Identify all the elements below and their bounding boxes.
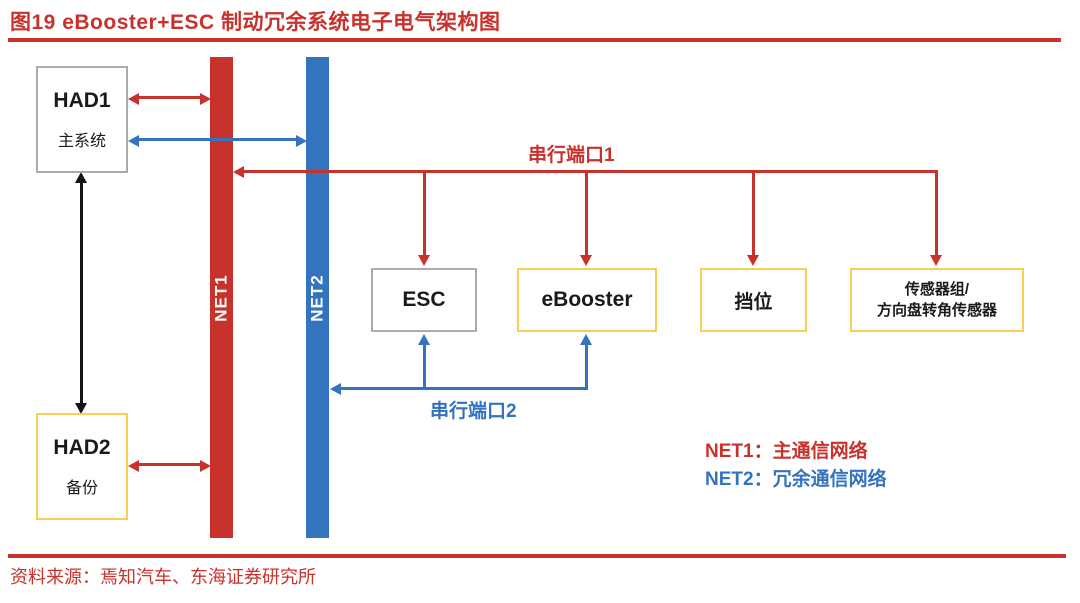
serial-port1-label: 串行端口1 — [528, 145, 615, 166]
net2-bus-bar: NET2 — [306, 57, 329, 538]
net1-bus-bar: NET1 — [210, 57, 233, 538]
had2-subtitle: 备份 — [65, 479, 98, 497]
serial-port2-label: 串行端口2 — [430, 401, 517, 422]
node-ebooster: eBooster — [517, 268, 657, 332]
legend: NET1：主通信网络 NET2：冗余通信网络 — [705, 438, 887, 494]
ebooster-label: eBooster — [541, 288, 633, 311]
footer-divider — [8, 554, 1066, 558]
had2-title: HAD2 — [53, 435, 111, 459]
node-esc: ESC — [371, 268, 477, 332]
net1-bus-label: NET1 — [211, 273, 231, 322]
sensors-label-line2: 方向盘转角传感器 — [876, 302, 997, 319]
sensors-label-line1: 传感器组/ — [904, 281, 970, 298]
legend-net2: NET2：冗余通信网络 — [705, 469, 887, 490]
node-gear: 挡位 — [700, 268, 807, 332]
net2-bus-label: NET2 — [307, 273, 327, 322]
legend-net1: NET1：主通信网络 — [705, 441, 868, 462]
had1-subtitle: 主系统 — [57, 132, 106, 150]
node-had2: HAD2 备份 — [36, 413, 128, 520]
gear-label: 挡位 — [734, 291, 773, 313]
node-had1: HAD1 主系统 — [36, 66, 128, 173]
node-sensors: 传感器组/ 方向盘转角传感器 — [850, 268, 1024, 332]
esc-label: ESC — [402, 288, 446, 311]
title-underline — [8, 38, 1061, 42]
figure-title: 图19 eBooster+ESC 制动冗余系统电子电气架构图 — [10, 11, 501, 34]
source-note: 资料来源：焉知汽车、东海证券研究所 — [10, 567, 316, 587]
had1-title: HAD1 — [53, 88, 111, 112]
